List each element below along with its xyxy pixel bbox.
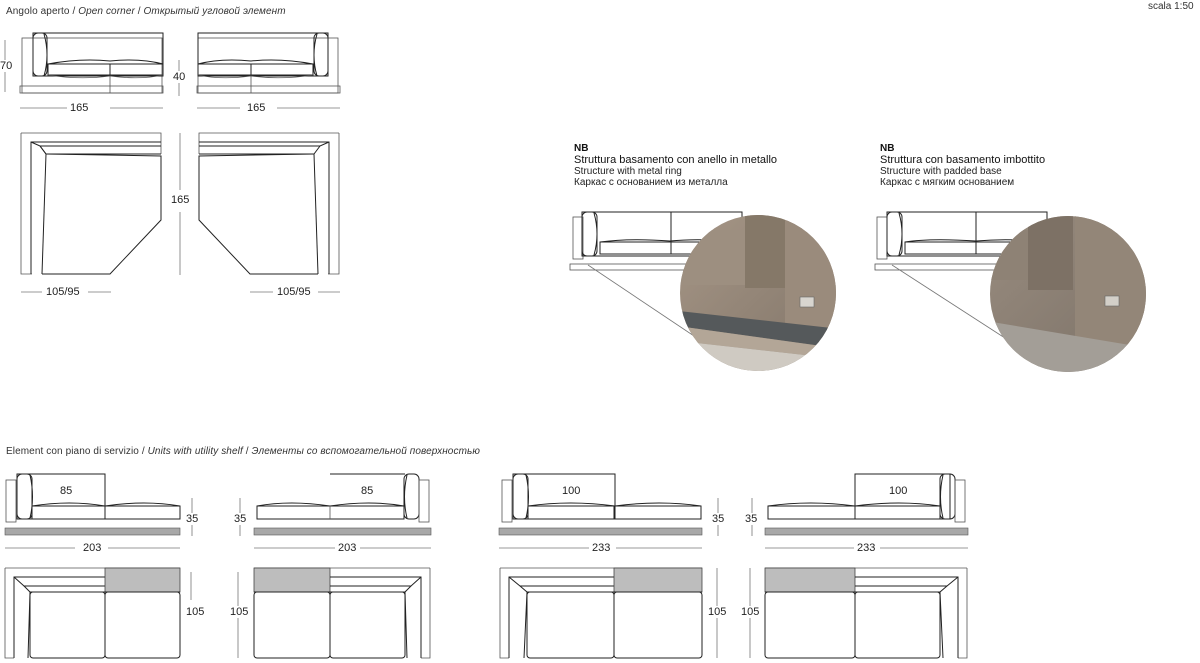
utility-units-plan-views: [4, 567, 968, 659]
seat-height-35-4: 35: [745, 513, 758, 525]
shelf-width-85-right: 85: [361, 485, 374, 497]
note-ru: Каркас с мягким основанием: [880, 177, 1015, 188]
title-it: Angolo aperto: [6, 6, 70, 17]
total-width-233-2: 233: [854, 542, 879, 554]
metal-ring-photo: [680, 215, 836, 371]
note-metal-ring-diagram: [569, 211, 836, 371]
total-width-233-1: 233: [589, 542, 614, 554]
utility-units-side-views: [4, 473, 969, 549]
note-it: Struttura basamento con anello in metall…: [574, 154, 778, 166]
dim-seat-height-40: 40: [173, 71, 186, 83]
note-en: Structure with metal ring: [574, 166, 682, 177]
shelf-width-85-left: 85: [60, 485, 73, 497]
shelf-width-100-left: 100: [562, 485, 581, 497]
note-padded-base-diagram: [874, 211, 1146, 372]
note-en: Structure with padded base: [880, 166, 1002, 177]
depth-105-2: 105: [230, 606, 249, 618]
section-title-utility-units: Element con piano di servizio / Units wi…: [6, 446, 480, 457]
scale-label: scala 1:50: [1148, 1, 1194, 12]
dim-width-165-left: 165: [67, 102, 92, 114]
seat-height-35-1: 35: [186, 513, 199, 525]
dim-height-70: 70: [0, 60, 13, 72]
seat-height-35-3: 35: [712, 513, 725, 525]
title-en: Units with utility shelf: [147, 446, 243, 457]
open-corner-plan-views: [20, 132, 340, 293]
total-width-203-2: 203: [335, 542, 360, 554]
title-en: Open corner: [78, 6, 135, 17]
padded-base-photo: [990, 216, 1146, 372]
note-tag: NB: [880, 143, 895, 154]
shelf-width-100-right: 100: [889, 485, 908, 497]
depth-105-3: 105: [708, 606, 727, 618]
depth-105-1: 105: [186, 606, 205, 618]
title-it: Element con piano di servizio: [6, 446, 139, 457]
section-title-open-corner: Angolo aperto / Open corner / Открытый у…: [6, 6, 286, 17]
depth-105-4: 105: [741, 606, 760, 618]
dim-width-165-right: 165: [244, 102, 269, 114]
note-it: Struttura con basamento imbottito: [880, 154, 1046, 166]
open-corner-side-view-left: [4, 32, 341, 109]
note-tag: NB: [574, 143, 589, 154]
dim-depth-left: 105/95: [43, 286, 83, 298]
note-ru: Каркас с основанием из металла: [574, 177, 728, 188]
dim-depth-right: 105/95: [274, 286, 314, 298]
seat-height-35-2: 35: [234, 513, 247, 525]
note-padded-base: NB Struttura con basamento imbottito Str…: [880, 143, 1045, 188]
title-ru: Открытый угловой элемент: [143, 6, 286, 17]
note-metal-ring: NB Struttura basamento con anello in met…: [574, 143, 777, 188]
title-ru: Элементы со вспомогательной поверхностью: [251, 446, 480, 457]
dim-plan-length-165: 165: [171, 194, 190, 206]
total-width-203-1: 203: [80, 542, 105, 554]
